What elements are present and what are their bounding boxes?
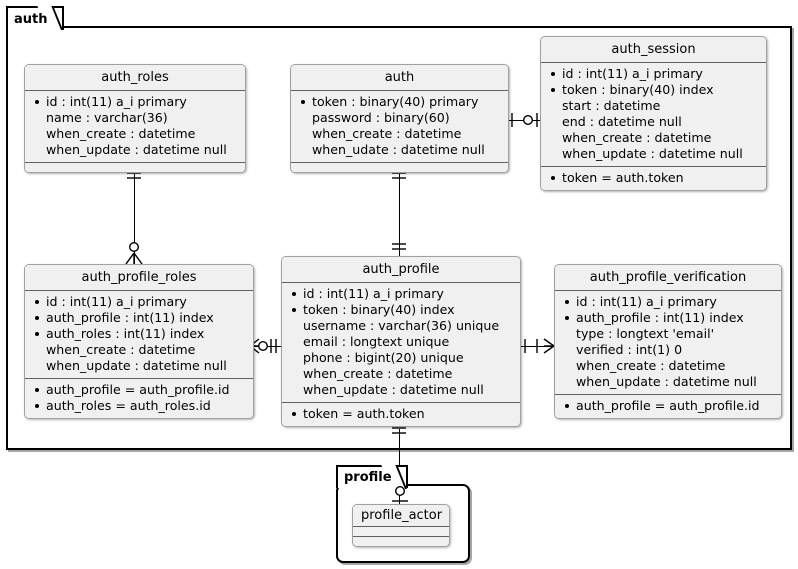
attribute-row: when_create : datetime — [562, 130, 712, 145]
cardinality-one-auth-bottom — [389, 169, 411, 185]
entity-attributes: id : int(11) a_i primary token : binary(… — [282, 283, 520, 402]
attribute-row: when_create : datetime — [46, 126, 196, 141]
attribute-row: when_create : datetime — [303, 366, 453, 381]
cardinality-one-auth_profile-left — [265, 336, 283, 358]
attribute-row: username : varchar(36) unique — [303, 318, 500, 333]
compartment-divider — [291, 162, 508, 163]
cardinality-zero-or-many-auth_profile_roles — [123, 240, 147, 268]
attribute-row: token : binary(40) index — [549, 82, 758, 98]
entity-auth_profile_roles[interactable]: auth_profile_roles id : int(11) a_i prim… — [24, 264, 254, 419]
entity-constraints: token = auth.token — [282, 403, 520, 426]
attribute-row: when_create : datetime — [46, 342, 196, 357]
entity-attributes: token : binary(40) primary password : bi… — [291, 91, 508, 162]
attribute-row: start : datetime — [562, 98, 661, 113]
entity-attributes: id : int(11) a_i primary name : varchar(… — [25, 91, 245, 162]
connector-auth_roles-auth_profile_roles — [134, 174, 135, 265]
attribute-row: end : datetime null — [562, 114, 682, 129]
constraint-row: token = auth.token — [290, 406, 512, 422]
entity-constraints: auth_profile = auth_profile.id auth_role… — [25, 379, 253, 418]
entity-auth[interactable]: auth token : binary(40) primary password… — [290, 64, 509, 173]
entity-title: profile_actor — [353, 505, 449, 526]
entity-attributes: id : int(11) a_i primary auth_profile : … — [25, 291, 253, 378]
entity-profile_actor[interactable]: profile_actor — [352, 504, 450, 547]
entity-attributes: id : int(11) a_i primary token : binary(… — [541, 63, 766, 166]
entity-title: auth_profile — [282, 257, 520, 282]
attribute-row: email : longtext unique — [303, 334, 450, 349]
attribute-row: when_update : datetime null — [303, 382, 484, 397]
constraint-row: auth_profile = auth_profile.id — [33, 382, 245, 398]
attribute-row: name : varchar(36) — [46, 110, 168, 125]
package-profile: profile — [336, 465, 470, 563]
cardinality-zero-or-one-auth_session — [522, 110, 544, 132]
constraint-row: auth_roles = auth_roles.id — [33, 398, 245, 414]
entity-title: auth_profile_verification — [555, 265, 781, 290]
entity-footer-empty — [291, 163, 508, 172]
compartment-divider — [25, 290, 253, 291]
entity-title: auth — [291, 65, 508, 90]
attribute-row: token : binary(40) primary — [299, 94, 500, 110]
entity-auth_profile_verification[interactable]: auth_profile_verification id : int(11) a… — [554, 264, 782, 419]
compartment-divider — [282, 402, 520, 403]
compartment-divider — [25, 90, 245, 91]
compartment-divider — [541, 166, 766, 167]
attribute-row: id : int(11) a_i primary — [563, 294, 773, 310]
entity-footer-empty — [353, 537, 449, 546]
attribute-row: when_update : datetime null — [46, 142, 227, 157]
attribute-row: id : int(11) a_i primary — [290, 286, 512, 302]
entity-footer-empty — [25, 163, 245, 172]
attribute-row: id : int(11) a_i primary — [549, 66, 758, 82]
compartment-divider — [25, 378, 253, 379]
connector-auth-auth_profile — [399, 174, 400, 256]
attribute-row: auth_profile : int(11) index — [563, 310, 773, 326]
attribute-row: when_create : datetime — [576, 358, 726, 373]
compartment-divider — [291, 90, 508, 91]
entity-title: auth_session — [541, 37, 766, 62]
compartment-divider — [282, 282, 520, 283]
compartment-divider — [353, 526, 449, 527]
entity-attributes-empty — [353, 527, 449, 536]
compartment-divider — [541, 62, 766, 63]
attribute-row: when_update : datetime null — [46, 358, 227, 373]
cardinality-one-or-many-auth_profile_verification — [533, 336, 559, 358]
constraint-row: token = auth.token — [549, 170, 758, 186]
attribute-row: id : int(11) a_i primary — [33, 294, 245, 310]
entity-auth_roles[interactable]: auth_roles id : int(11) a_i primary name… — [24, 64, 246, 173]
attribute-row: phone : bigint(20) unique — [303, 350, 464, 365]
entity-auth_session[interactable]: auth_session id : int(11) a_i primary to… — [540, 36, 767, 191]
attribute-row: password : binary(60) — [312, 110, 450, 125]
attribute-row: when_update : datetime null — [576, 374, 757, 389]
entity-title: auth_profile_roles — [25, 265, 253, 290]
attribute-row: id : int(11) a_i primary — [33, 94, 237, 110]
compartment-divider — [25, 162, 245, 163]
compartment-divider — [555, 394, 781, 395]
entity-attributes: id : int(11) a_i primary auth_profile : … — [555, 291, 781, 394]
package-auth-label: auth — [6, 6, 64, 30]
entity-auth_profile[interactable]: auth_profile id : int(11) a_i primary to… — [281, 256, 521, 427]
cardinality-one-auth_roles — [124, 169, 146, 185]
compartment-divider — [353, 536, 449, 537]
cardinality-zero-or-one-profile_actor — [389, 484, 411, 512]
compartment-divider — [555, 290, 781, 291]
attribute-row: type : longtext 'email' — [576, 326, 715, 341]
attribute-row: auth_roles : int(11) index — [33, 326, 245, 342]
entity-title: auth_roles — [25, 65, 245, 90]
package-profile-label: profile — [336, 465, 408, 488]
attribute-row: when_udate : datetime null — [312, 142, 485, 157]
constraint-row: auth_profile = auth_profile.id — [563, 398, 773, 414]
attribute-row: when_create : datetime — [312, 126, 462, 141]
attribute-row: when_update : datetime null — [562, 146, 743, 161]
cardinality-one-auth_profile-bottom — [389, 424, 411, 440]
attribute-row: auth_profile : int(11) index — [33, 310, 245, 326]
attribute-row: verified : int(1) 0 — [576, 342, 683, 357]
entity-constraints: auth_profile = auth_profile.id — [555, 395, 781, 418]
attribute-row: token : binary(40) index — [290, 302, 512, 318]
cardinality-one-auth_profile-top — [389, 240, 411, 256]
entity-constraints: token = auth.token — [541, 167, 766, 190]
